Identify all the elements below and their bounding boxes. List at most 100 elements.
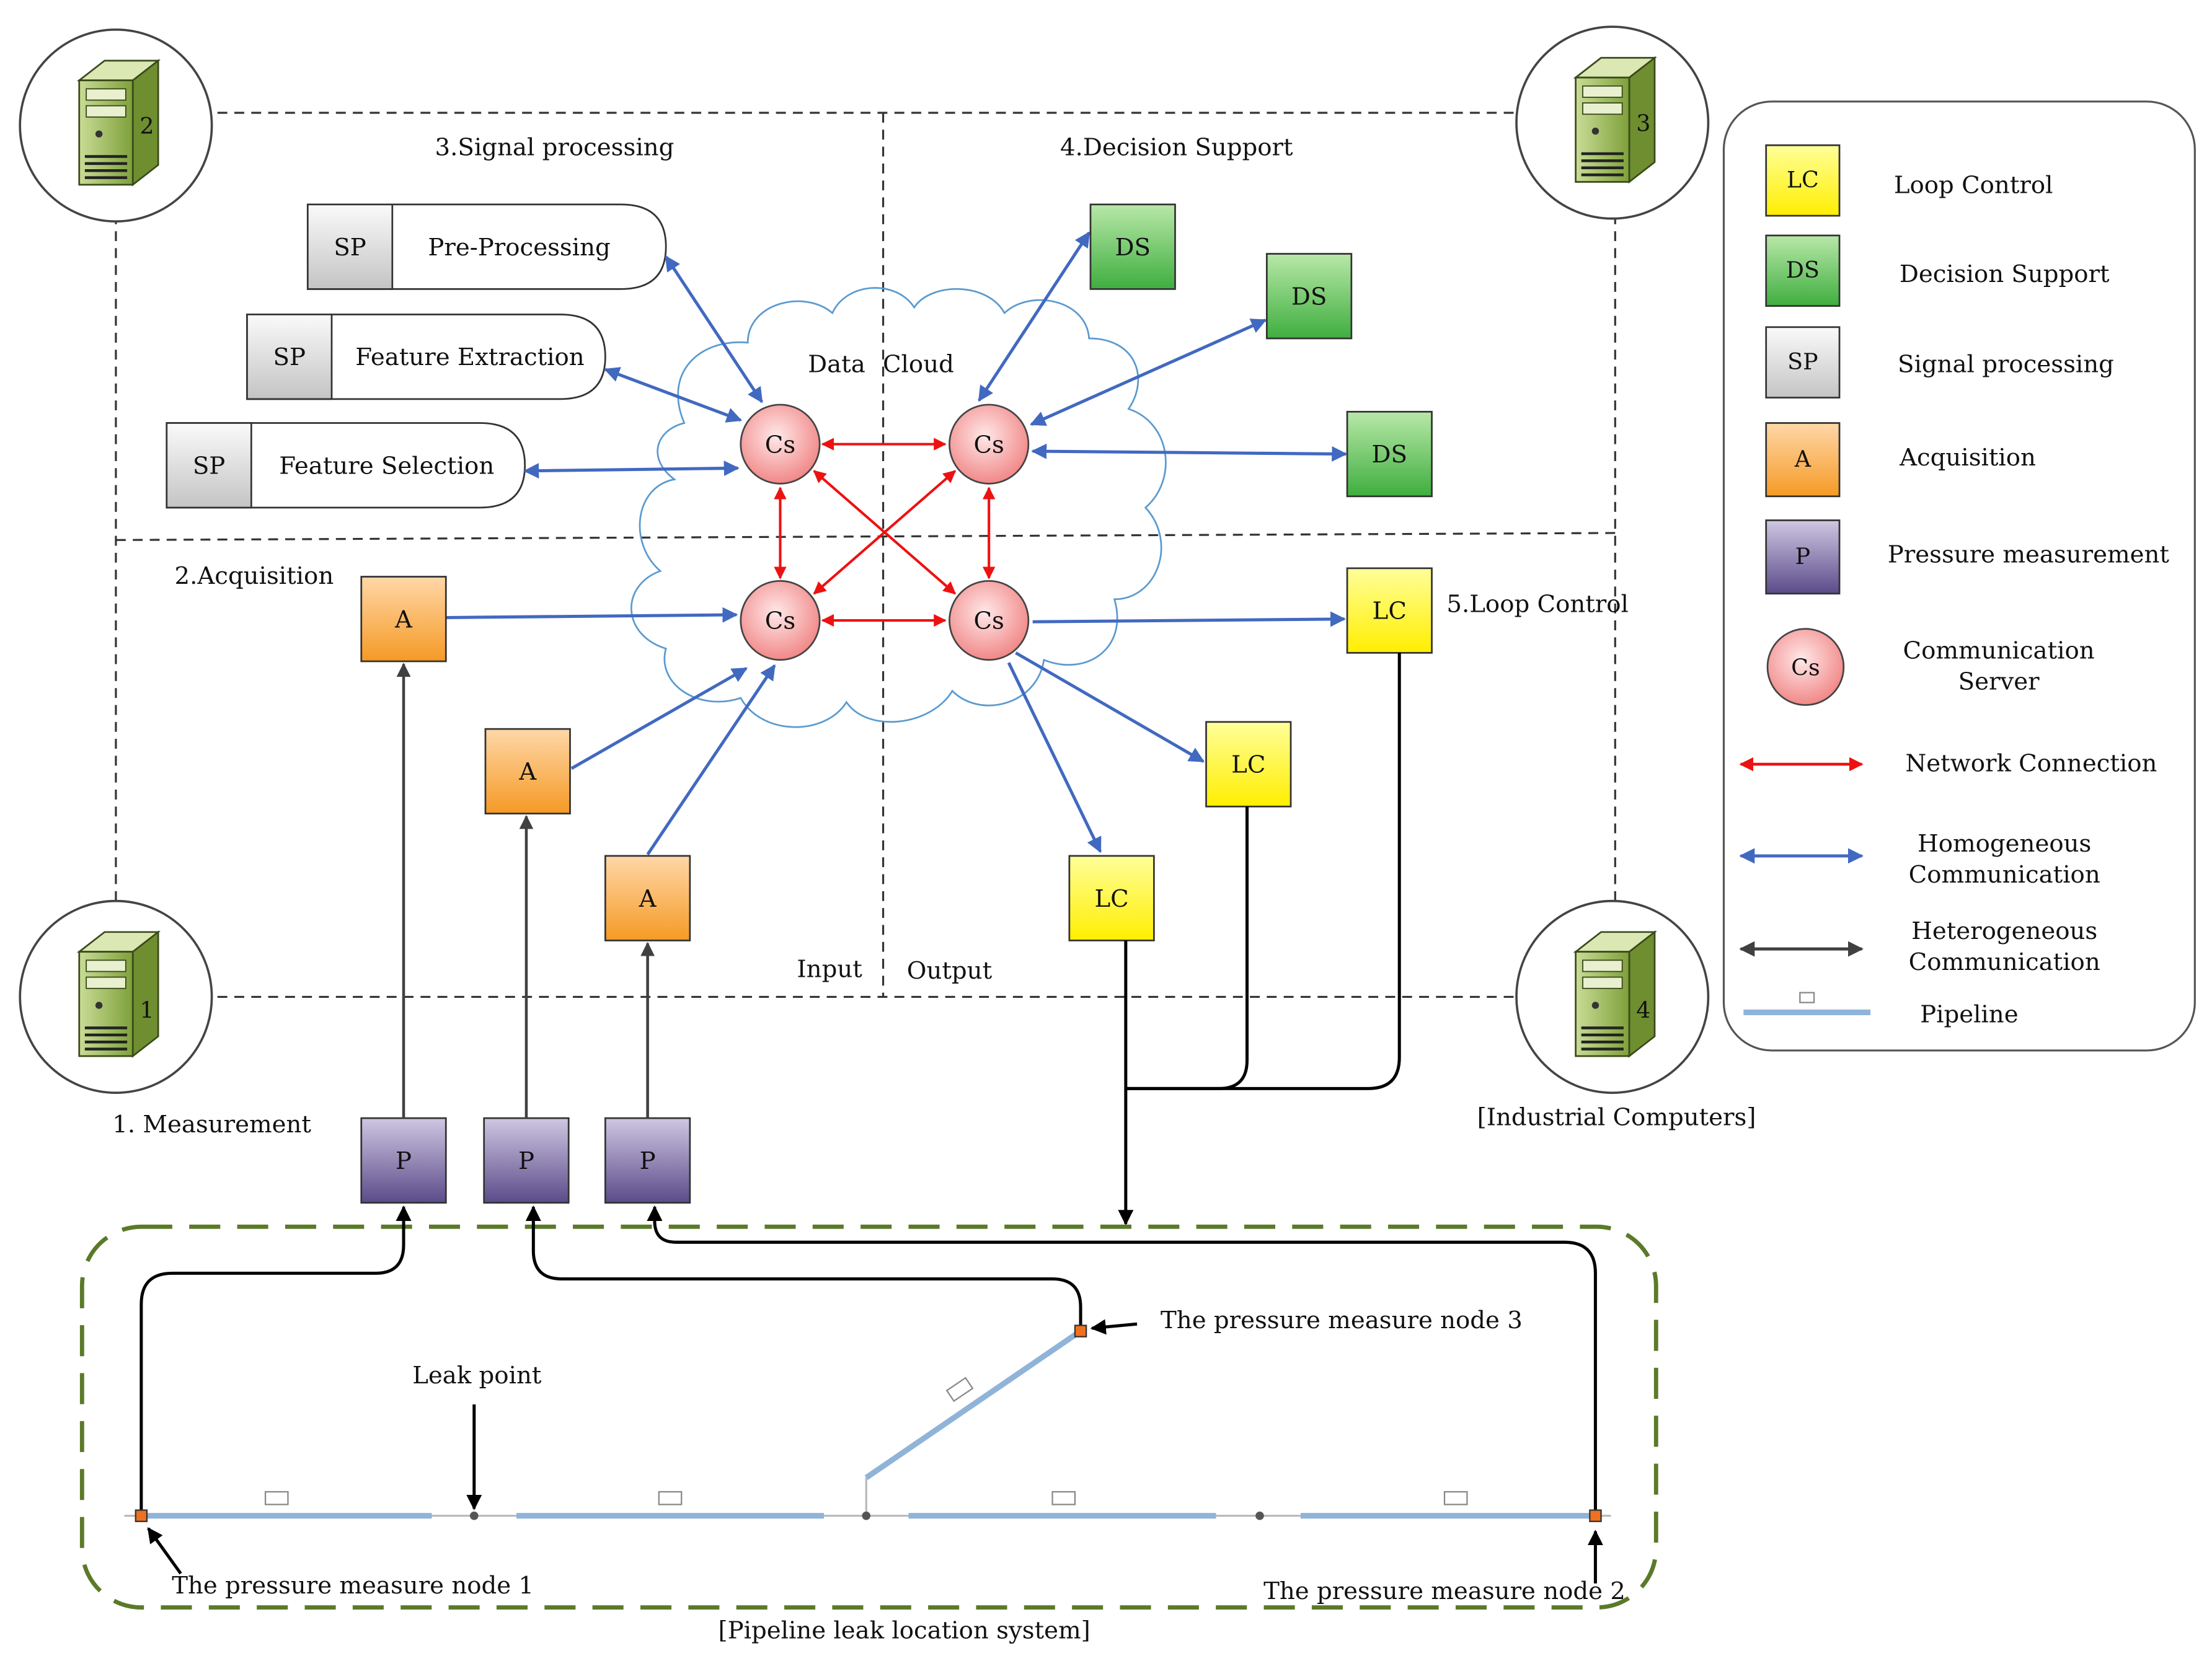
ds-node-2: DS xyxy=(1265,253,1353,340)
lc-node-1: LC xyxy=(1346,567,1433,654)
sp-block-feature-selection: SP Feature Selection xyxy=(166,422,526,509)
a-label: A xyxy=(639,885,657,913)
legend-label: Loop Control xyxy=(1894,172,2053,200)
ds-label: DS xyxy=(1291,283,1327,311)
p-node-1: P xyxy=(360,1117,447,1204)
legend-label: Communication xyxy=(1909,948,2100,976)
legend-symbol: DS xyxy=(1786,257,1820,283)
server-number: 4 xyxy=(1636,997,1650,1024)
server-number: 1 xyxy=(139,997,154,1024)
loop-control-feedback xyxy=(1118,653,1401,1226)
legend-item-pipeline: Pipeline xyxy=(1743,992,2019,1028)
server-4: 4 xyxy=(1515,899,1710,1094)
sp-label: Feature Extraction xyxy=(355,343,585,371)
cs-node-top-right: Cs xyxy=(949,403,1030,485)
ds-node-1: DS xyxy=(1089,203,1176,290)
pipeline-system-border xyxy=(79,1224,1658,1610)
cs-node-bottom-left: Cs xyxy=(740,579,821,661)
p-label: P xyxy=(640,1147,656,1175)
legend-item-acquisition: A Acquisition xyxy=(1765,422,2036,498)
server-3: 3 xyxy=(1515,25,1710,220)
pressure-node-3-label: The pressure measure node 3 xyxy=(1161,1306,1523,1334)
lc-label: LC xyxy=(1231,751,1265,779)
legend-label: Pressure measurement xyxy=(1888,541,2170,569)
sp-tag: SP xyxy=(273,343,306,371)
legend-label: Signal processing xyxy=(1898,351,2114,379)
legend-item-heterogeneous: Heterogeneous Communication xyxy=(1739,917,2100,976)
sp-label: Pre-Processing xyxy=(428,234,610,262)
cs-label: Cs xyxy=(765,431,795,459)
legend-label: Network Connection xyxy=(1905,749,2157,777)
legend-label: Homogeneous xyxy=(1918,830,2091,858)
server-1: 1 xyxy=(19,899,213,1094)
cloud-label-data: Data xyxy=(808,351,865,379)
server-number: 2 xyxy=(139,113,154,139)
legend-symbol: SP xyxy=(1787,348,1818,375)
server-2: 2 xyxy=(19,28,213,223)
legend-symbol: Cs xyxy=(1791,654,1820,681)
ds-node-3: DS xyxy=(1346,410,1433,498)
legend-label: Communication xyxy=(1903,637,2095,664)
network-connections xyxy=(774,438,996,627)
a-node-2: A xyxy=(484,728,571,815)
sp-block-pre-processing: SP Pre-Processing xyxy=(306,203,667,290)
a-node-3: A xyxy=(604,855,691,941)
heterogeneous-links xyxy=(396,663,655,1119)
zone-label-decision-support: 4.Decision Support xyxy=(1060,133,1293,161)
legend-label: Server xyxy=(1958,667,2040,695)
leak-point-label: Leak point xyxy=(412,1362,542,1390)
p-node-3: P xyxy=(604,1117,691,1204)
zone-label-acquisition: 2.Acquisition xyxy=(175,562,334,590)
legend-label: Heterogeneous xyxy=(1911,917,2097,945)
industrial-computers-label: [Industrial Computers] xyxy=(1477,1103,1756,1131)
zone-label-signal-processing: 3.Signal processing xyxy=(435,133,675,161)
lc-label: LC xyxy=(1373,597,1407,625)
zone-label-measurement: 1. Measurement xyxy=(112,1111,311,1139)
lc-node-2: LC xyxy=(1205,721,1292,808)
pipeline-network xyxy=(124,1324,1611,1522)
cs-label: Cs xyxy=(973,431,1004,459)
legend-item-loop-control: LC Loop Control xyxy=(1765,144,2053,217)
sp-label: Feature Selection xyxy=(279,452,494,480)
cloud-label-cloud: Cloud xyxy=(883,351,954,379)
p-label: P xyxy=(396,1147,412,1175)
legend-symbol: P xyxy=(1795,543,1811,570)
node1-pointer xyxy=(147,1527,182,1575)
p-node-2: P xyxy=(483,1117,570,1204)
sp-block-feature-extraction: SP Feature Extraction xyxy=(246,313,606,400)
pressure-node-2-label: The pressure measure node 2 xyxy=(1263,1577,1626,1605)
legend-label: Acquisition xyxy=(1899,444,2036,472)
label-input: Input xyxy=(797,956,862,984)
zone-label-loop-control: 5.Loop Control xyxy=(1446,590,1629,618)
cs-label: Cs xyxy=(973,607,1004,635)
ds-label: DS xyxy=(1372,441,1407,469)
cs-label: Cs xyxy=(765,607,795,635)
pressure-node-1-label: The pressure measure node 1 xyxy=(172,1572,534,1600)
node3-pointer xyxy=(1090,1319,1138,1335)
a-node-1: A xyxy=(360,576,447,663)
server-number: 3 xyxy=(1636,110,1650,137)
legend-item-pressure-measurement: P Pressure measurement xyxy=(1765,519,2170,595)
legend-item-decision-support: DS Decision Support xyxy=(1765,234,2110,307)
legend-item-signal-processing: SP Signal processing xyxy=(1765,326,2114,399)
legend-item-communication-server: Cs Communication Server xyxy=(1766,628,2095,706)
legend-label: Decision Support xyxy=(1900,260,2110,288)
lc-node-3: LC xyxy=(1068,855,1155,941)
leak-point-marker: Leak point xyxy=(412,1362,542,1510)
legend-label: Pipeline xyxy=(1920,1000,2019,1028)
lc-label: LC xyxy=(1094,885,1128,913)
homogeneous-links xyxy=(446,231,1348,856)
ds-label: DS xyxy=(1115,234,1150,262)
legend-symbol: A xyxy=(1794,446,1812,472)
legend-item-homogeneous: Homogeneous Communication xyxy=(1739,830,2100,889)
p-label: P xyxy=(518,1147,534,1175)
sp-tag: SP xyxy=(193,452,226,480)
pressure-feedback-links xyxy=(139,1205,1597,1512)
data-cloud xyxy=(630,287,1167,728)
legend-label: Communication xyxy=(1909,861,2100,889)
cs-node-bottom-right: Cs xyxy=(949,579,1030,661)
legend-item-network-connection: Network Connection xyxy=(1739,749,2157,777)
label-output: Output xyxy=(907,957,993,985)
cs-node-top-left: Cs xyxy=(740,403,821,485)
